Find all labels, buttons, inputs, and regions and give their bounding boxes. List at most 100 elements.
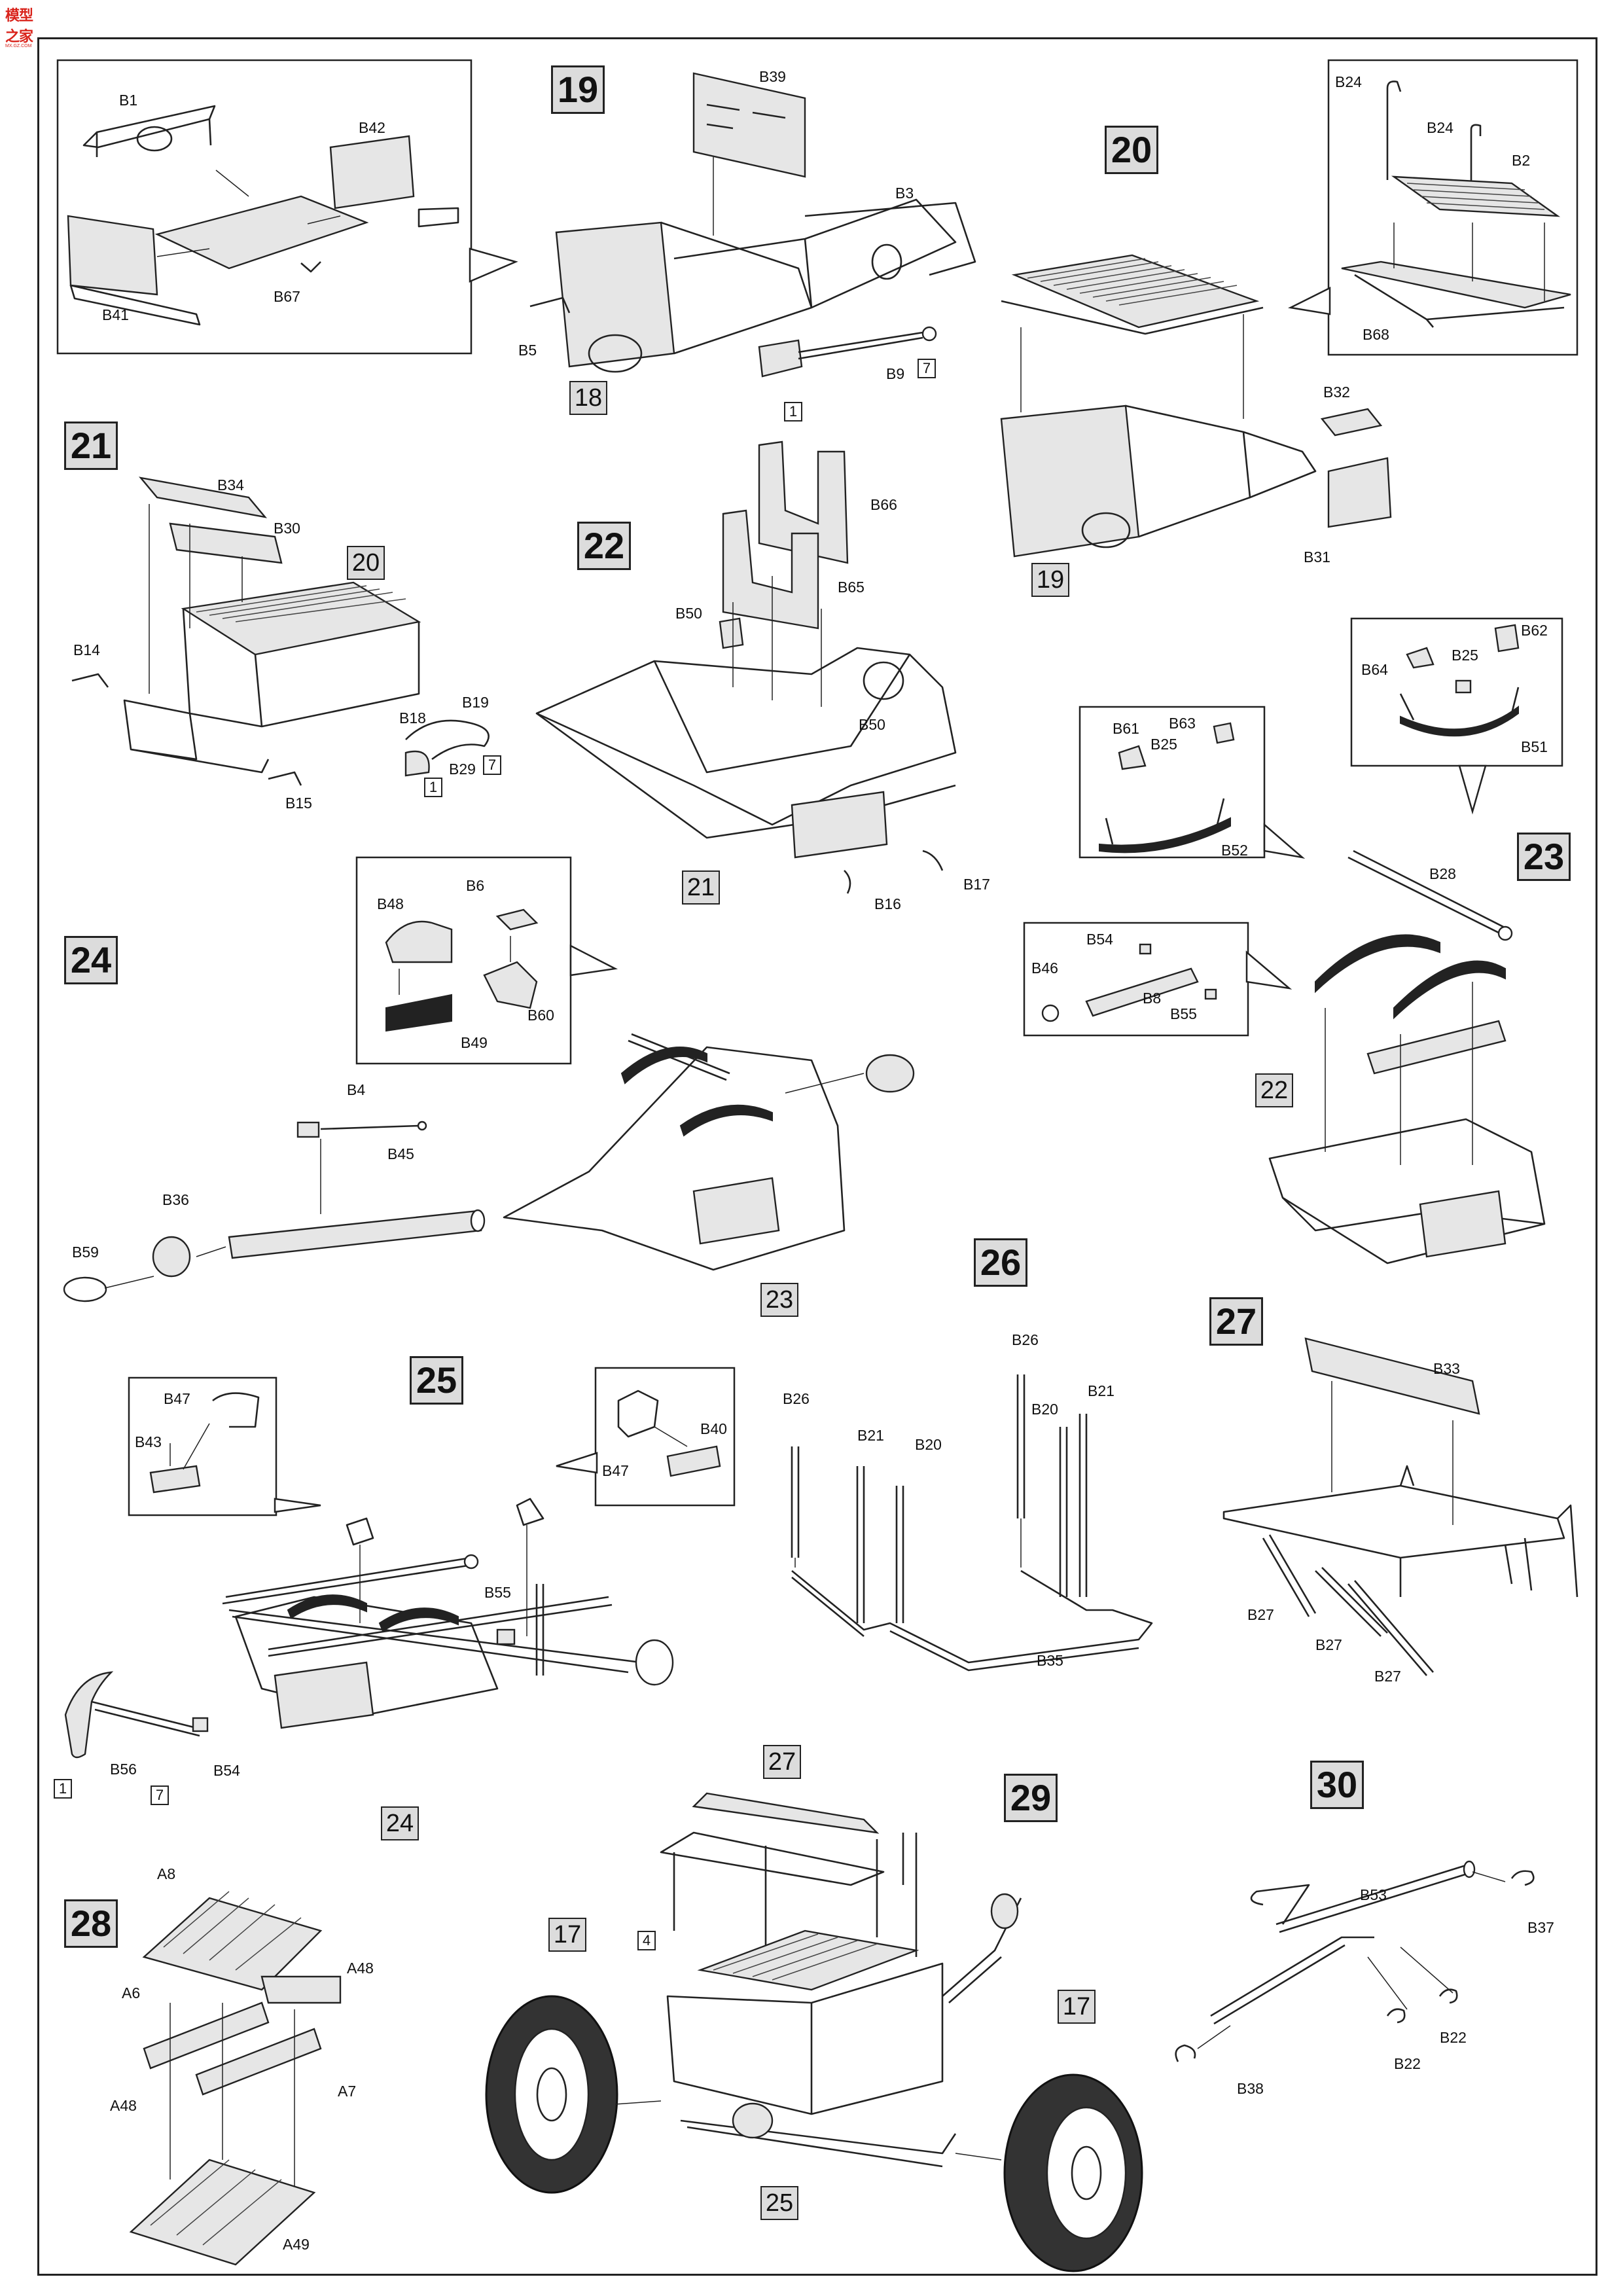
step-number-22: 22 (577, 522, 631, 570)
step-number-20: 20 (1105, 126, 1158, 174)
step24-detail-callout (355, 856, 618, 1065)
color-code-7-step19: 7 (918, 359, 936, 378)
part-label: B43 (135, 1433, 162, 1450)
ref-box-24: 24 (381, 1806, 419, 1840)
part-label: B54 (213, 1762, 240, 1779)
color-code-7-step21: 7 (483, 755, 501, 775)
ref-box-25: 25 (760, 2186, 798, 2220)
part-label: B61 (1113, 720, 1139, 737)
step20-detail-callout (1288, 59, 1578, 356)
part-label: B50 (859, 716, 885, 733)
part-label: A8 (157, 1865, 176, 1882)
part-label: B38 (1237, 2080, 1264, 2097)
step24-main-drawing (63, 1033, 915, 1302)
part-label: B49 (461, 1034, 488, 1051)
part-label: B37 (1527, 1919, 1554, 1936)
step-number-19: 19 (551, 65, 605, 114)
step28-drawing (129, 1891, 342, 2266)
part-label: B8 (1143, 990, 1162, 1007)
part-label: B64 (1361, 661, 1388, 678)
page-frame (37, 37, 1597, 2276)
part-label: B54 (1086, 931, 1113, 948)
part-label: B9 (886, 365, 905, 382)
part-label: B1 (119, 92, 138, 109)
part-label: B53 (1360, 1886, 1387, 1903)
step-number-30: 30 (1310, 1761, 1364, 1809)
part-label: B27 (1374, 1668, 1401, 1685)
step30-drawing (1175, 1860, 1535, 2062)
step-number-27: 27 (1209, 1297, 1263, 1346)
part-label: B30 (274, 520, 300, 537)
step20-main-drawing (1000, 254, 1392, 558)
color-code-4-step29: 4 (637, 1931, 656, 1950)
step23-main-drawing (1268, 850, 1546, 1265)
step25-detail-callouts (128, 1367, 736, 1516)
logo-subtitle: MX.GZ.COM (5, 44, 32, 48)
part-label: B20 (915, 1436, 942, 1453)
part-label: B51 (1521, 738, 1548, 755)
part-label: B45 (387, 1145, 414, 1162)
part-label: B14 (73, 641, 100, 658)
step27-drawing (1222, 1337, 1578, 1676)
part-label: A48 (110, 2097, 137, 2114)
ref-box-23: 23 (760, 1283, 798, 1317)
part-label: B68 (1363, 326, 1389, 343)
part-label: B3 (895, 185, 914, 202)
part-label: B21 (1088, 1382, 1115, 1399)
step19-main-drawing (529, 72, 976, 378)
part-label: B55 (484, 1584, 511, 1601)
step-number-29: 29 (1004, 1774, 1058, 1822)
part-label: B66 (870, 496, 897, 513)
part-label: B31 (1304, 548, 1330, 565)
part-label: B20 (1031, 1401, 1058, 1418)
part-label: B27 (1247, 1606, 1274, 1623)
part-label: B16 (874, 895, 901, 912)
part-label: B18 (399, 709, 426, 726)
part-label: B26 (783, 1390, 810, 1407)
part-label: B2 (1512, 152, 1531, 169)
step23-detail-callouts (1023, 617, 1563, 1037)
part-label: B39 (759, 68, 786, 85)
part-label: B46 (1031, 960, 1058, 977)
part-label: B50 (675, 605, 702, 622)
step29-drawing (485, 1792, 1143, 2272)
part-label: B52 (1221, 842, 1248, 859)
part-label: A6 (122, 1984, 141, 2001)
step-number-25: 25 (410, 1356, 463, 1405)
ref-box-22: 22 (1255, 1073, 1293, 1107)
color-code-1-step19: 1 (784, 402, 802, 422)
part-label: B27 (1315, 1636, 1342, 1653)
part-label: B28 (1429, 865, 1456, 882)
part-label: B65 (838, 579, 865, 596)
part-label: B63 (1169, 715, 1196, 732)
part-label: B34 (217, 476, 244, 493)
part-label: B4 (347, 1081, 366, 1098)
step25-main-drawing (64, 1498, 674, 1759)
ref-box-18: 18 (569, 381, 607, 415)
ref-box-21: 21 (682, 870, 720, 905)
part-label: B60 (527, 1007, 554, 1024)
step-number-24: 24 (64, 936, 118, 984)
part-label: B29 (449, 761, 476, 778)
site-logo: 模型之家 MX.GZ.COM (5, 4, 46, 48)
ref-box-20: 20 (347, 546, 385, 580)
part-label: B25 (1150, 736, 1177, 753)
part-label: B56 (110, 1761, 137, 1778)
part-label: B36 (162, 1191, 189, 1208)
part-label: B33 (1433, 1360, 1460, 1377)
part-label: A7 (338, 2083, 357, 2100)
part-label: B22 (1394, 2055, 1421, 2072)
part-label: B26 (1012, 1331, 1039, 1348)
color-code-1-step25: 1 (54, 1779, 72, 1799)
part-label: B24 (1335, 73, 1362, 90)
part-label: B17 (963, 876, 990, 893)
step-number-28: 28 (64, 1899, 118, 1948)
part-label: B62 (1521, 622, 1548, 639)
ref-box-17-right: 17 (1058, 1990, 1096, 2024)
part-label: B40 (700, 1420, 727, 1437)
part-label: B22 (1440, 2029, 1467, 2046)
step-number-21: 21 (64, 422, 118, 470)
part-label: B67 (274, 288, 300, 305)
part-label: B32 (1323, 384, 1350, 401)
